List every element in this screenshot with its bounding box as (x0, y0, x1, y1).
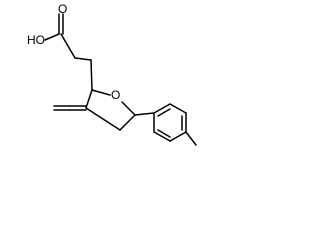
vinylidene-group (53, 105, 87, 111)
bond-c5-aryl (134, 112, 155, 116)
bond-ho-c (44, 33, 60, 41)
p-tolyl-group (134, 103, 197, 146)
benzene-bond-4 (169, 131, 187, 142)
bond-c5-c4 (119, 114, 136, 131)
bond-c2-o1 (91, 89, 111, 96)
tetrahydrofuran-ring (85, 89, 136, 131)
bond-c3-c2 (85, 89, 93, 109)
benzene-inner-3 (157, 129, 171, 138)
propanoic-acid-chain (44, 13, 93, 91)
chemical-structure: HO O O (27, 2, 197, 146)
ring-oxygen-label: O (111, 88, 120, 102)
bond-c4-c3 (85, 107, 121, 131)
benzene-bond-5 (153, 131, 171, 142)
hydroxyl-label: HO (27, 33, 45, 47)
benzene-bond-1 (153, 103, 171, 114)
bond-c1-c2 (60, 33, 76, 59)
bond-o1-c5 (121, 101, 136, 116)
bond-c3-ring (90, 59, 93, 91)
bond-methyl (185, 131, 197, 146)
benzene-inner-1 (157, 108, 171, 117)
bond-c2-c3 (74, 57, 92, 61)
benzene-bond-2 (169, 103, 187, 114)
carbonyl-oxygen-label: O (58, 2, 67, 16)
